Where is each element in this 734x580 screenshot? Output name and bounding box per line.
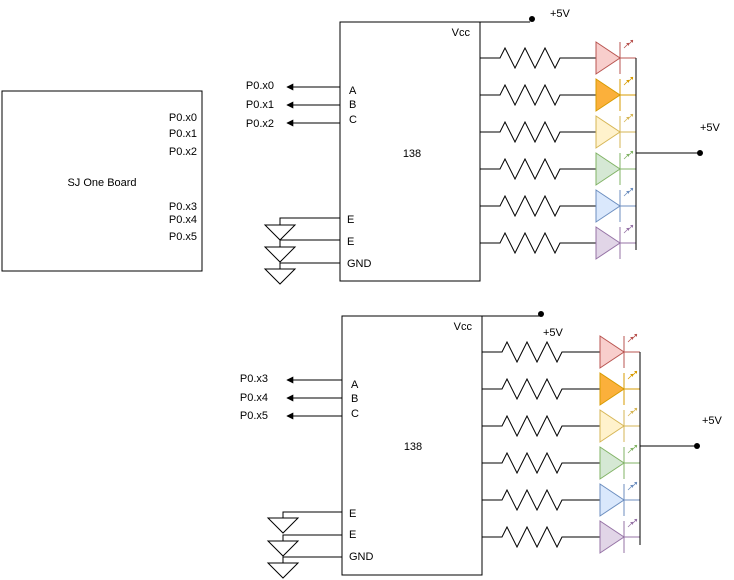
led-red: [595, 39, 636, 75]
resistor: [482, 377, 600, 401]
signal-label: P0.x4: [240, 392, 268, 404]
resistor: [482, 414, 600, 438]
led-yellow: [595, 113, 636, 149]
supply-label: +5V: [550, 8, 571, 20]
led-blue: [599, 481, 640, 517]
input-label-c: C: [351, 408, 359, 420]
signal-label: P0.x3: [240, 373, 268, 385]
led-green: [595, 150, 636, 186]
resistor: [480, 157, 596, 181]
board-pin: P0.x0: [169, 112, 197, 124]
part-number: 138: [404, 441, 422, 453]
resistor: [482, 340, 600, 364]
signal-label: P0.x2: [246, 118, 274, 130]
supply-node: [538, 311, 544, 317]
led-supply-label: +5V: [702, 415, 723, 427]
vcc-label: Vcc: [454, 321, 473, 333]
input-label-a: A: [351, 379, 359, 391]
supply-label: +5V: [543, 327, 564, 339]
board-label: SJ One Board: [67, 177, 136, 189]
enable-label: E: [347, 236, 354, 248]
led-blue: [595, 187, 636, 223]
vcc-label: Vcc: [452, 27, 471, 39]
led-purple: [595, 224, 636, 260]
led-green: [599, 444, 640, 480]
input-label-b: B: [349, 99, 356, 111]
supply-node: [529, 16, 535, 22]
resistor: [480, 120, 596, 144]
decoder-body: [339, 21, 481, 282]
ground-symbol: [266, 534, 342, 557]
led-supply-node: [694, 443, 700, 449]
decoder-body: [341, 315, 483, 576]
enable-label: E: [349, 508, 356, 520]
resistor: [480, 231, 596, 255]
resistor: [482, 488, 600, 512]
led-supply-node: [697, 150, 703, 156]
signal-label: P0.x0: [246, 80, 274, 92]
gnd-label: GND: [347, 258, 372, 270]
part-number: 138: [403, 148, 421, 160]
enable-label: E: [347, 214, 354, 226]
board-pin: P0.x4: [169, 214, 197, 226]
resistor: [480, 83, 596, 107]
resistor: [480, 46, 596, 70]
sj-one-board: SJ One Board P0.x0 P0.x1 P0.x2 P0.x3 P0.…: [1, 90, 203, 272]
led-supply-label: +5V: [700, 122, 721, 134]
input-label-c: C: [349, 114, 357, 126]
board-pin: P0.x1: [169, 128, 197, 140]
led-yellow: [599, 407, 640, 443]
ground-symbol: [266, 556, 342, 579]
led-orange: [599, 370, 640, 406]
decoder-138-bottom: Vcc 138 A B C E E GND P0.x3 P0.x4 P0.x5 …: [240, 311, 723, 579]
led-purple: [599, 518, 640, 554]
resistor: [480, 194, 596, 218]
board-pin: P0.x5: [169, 231, 197, 243]
input-label-a: A: [349, 85, 357, 97]
gnd-label: GND: [349, 551, 374, 563]
resistor: [482, 525, 600, 549]
board-pin: P0.x3: [169, 201, 197, 213]
board-pin: P0.x2: [169, 146, 197, 158]
led-red: [599, 333, 640, 369]
decoder-138-top: Vcc 138 A B C E E GND P0.x0 P0.x1 P0.x2 …: [246, 8, 721, 285]
enable-label: E: [349, 529, 356, 541]
signal-label: P0.x5: [240, 410, 268, 422]
input-label-b: B: [351, 393, 358, 405]
resistor: [482, 451, 600, 475]
led-orange: [595, 76, 636, 112]
ground-symbol: [263, 217, 340, 241]
ground-symbol: [263, 239, 340, 263]
ground-symbol: [266, 511, 342, 534]
signal-label: P0.x1: [246, 99, 274, 111]
ground-symbol: [263, 262, 340, 285]
